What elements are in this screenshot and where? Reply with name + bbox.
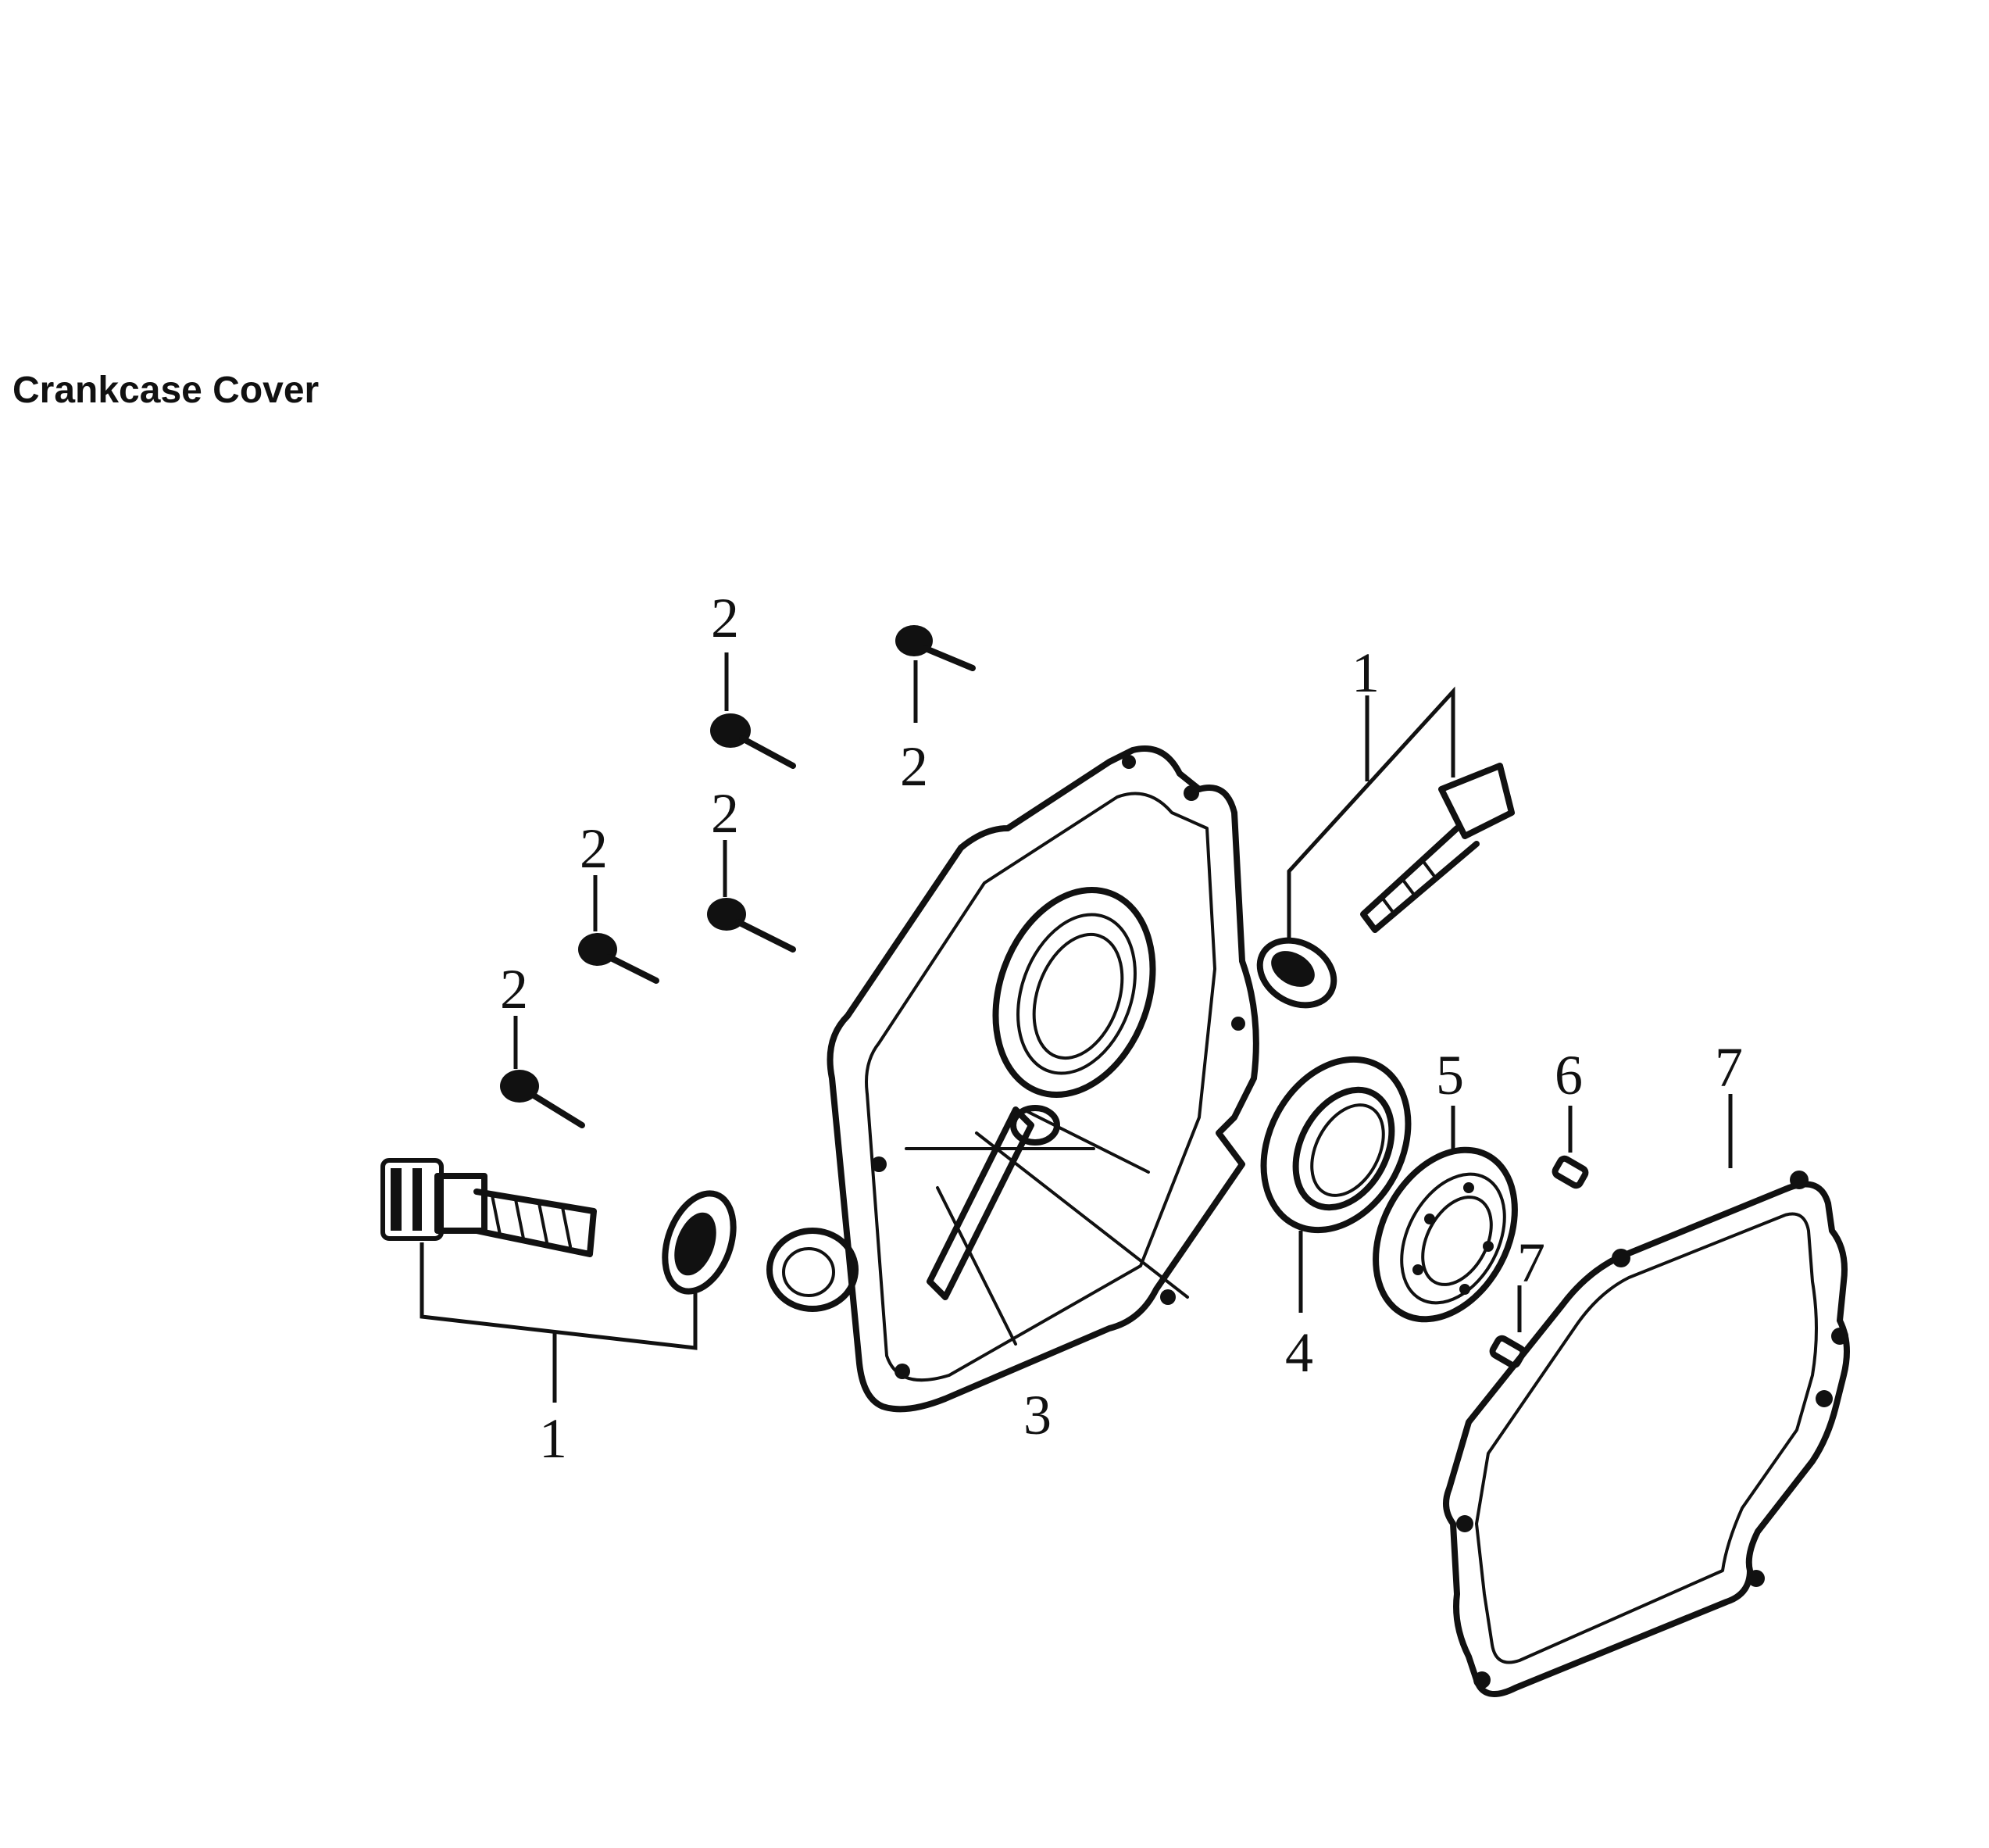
callout-bolt-a: 2 — [711, 587, 739, 649]
bolt-parts — [500, 625, 976, 1128]
crankcase-cover-part — [766, 745, 1259, 1413]
callout-gasket: 7 — [1715, 1036, 1743, 1099]
callout-oil-filler-right: 1 — [1352, 642, 1380, 704]
callout-oil-filler-left: 1 — [539, 1407, 567, 1470]
callout-labels: 1 2 2 2 2 2 1 3 4 5 6 7 7 — [500, 587, 1743, 1470]
callout-dowel-pin-a: 6 — [1555, 1044, 1583, 1106]
dowel-pin-parts — [1489, 1094, 1733, 1369]
callout-dowel-pin-b: 7 — [1517, 1231, 1545, 1294]
page-title: Crankcase Cover — [12, 370, 320, 411]
callout-bolt-e: 2 — [500, 958, 528, 1021]
callout-bolt-c: 2 — [711, 782, 739, 845]
gasket-part — [1443, 1171, 1850, 1697]
callout-crankcase-cover: 3 — [1023, 1384, 1052, 1446]
callout-bolt-b: 2 — [900, 735, 928, 798]
callout-bolt-d: 2 — [580, 817, 608, 880]
oil-seal-part — [1260, 1056, 1412, 1313]
oil-filler-right-part — [1256, 686, 1515, 1009]
callout-bearing: 5 — [1436, 1044, 1464, 1106]
oil-filler-left-part — [380, 1158, 737, 1403]
callout-oil-seal: 4 — [1285, 1321, 1313, 1384]
bearing-part — [1373, 1106, 1518, 1323]
